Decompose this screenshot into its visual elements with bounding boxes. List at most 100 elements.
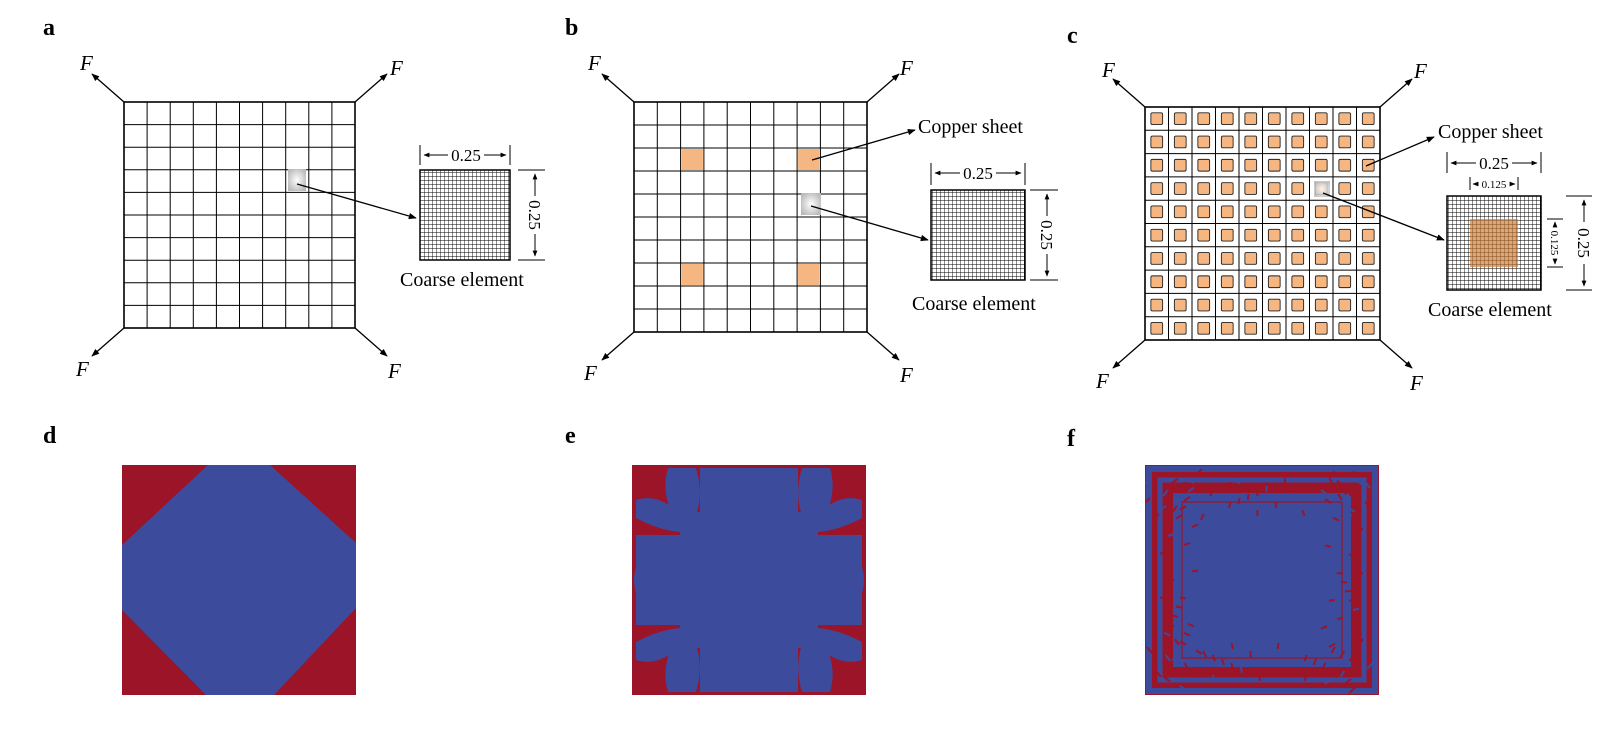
texture-streak [1320, 669, 1328, 676]
panel-label-c: c [1067, 23, 1078, 49]
copper-sheet-cell [1220, 135, 1234, 149]
copper-sheet-cell [1197, 228, 1211, 242]
texture-streak [1183, 631, 1191, 637]
texture-streak [1195, 605, 1203, 609]
copper-sheet-cell [1244, 322, 1258, 335]
texture-streak [1153, 513, 1160, 521]
panel-d [122, 465, 356, 695]
texture-streak [1336, 479, 1344, 487]
dim-label-h-b: 0.25 [963, 164, 993, 183]
texture-streak [1344, 590, 1352, 593]
texture-streak [1321, 662, 1327, 670]
force-label-b-br: F [899, 363, 913, 387]
texture-streak [1218, 485, 1223, 493]
copper-sheet-cell [1173, 298, 1187, 312]
coarse-element-zoom-c [1446, 195, 1542, 291]
copper-sheet-cell [1314, 135, 1328, 149]
texture-streak [1344, 634, 1352, 639]
copper-sheet-cell [1291, 135, 1305, 149]
texture-pattern-f [1145, 468, 1374, 694]
copper-sheet-cell [1267, 112, 1281, 125]
copper-sheet-cell [1361, 112, 1375, 125]
texture-streak [1344, 678, 1352, 685]
texture-streak [1348, 598, 1356, 602]
texture-streak [1230, 642, 1234, 650]
texture-streak [1312, 658, 1318, 666]
copper-sheet-cell [1244, 112, 1258, 125]
copper-sheet-cell [1244, 205, 1258, 219]
copper-sheet-cell [1173, 205, 1187, 219]
texture-streak [1192, 646, 1198, 654]
texture-streak [1319, 501, 1325, 509]
copper-sheet-cell [1361, 322, 1375, 335]
texture-streak [1352, 470, 1360, 478]
blue-core-f [1173, 493, 1351, 667]
copper-sheet-cell [1173, 275, 1187, 289]
pointer-arrow-coarse-c [1322, 192, 1445, 241]
copper-sheet-cell [681, 149, 703, 170]
copper-sheet-cell [1338, 322, 1352, 335]
copper-sheet-cell [1314, 252, 1328, 265]
copper-sheet-cell [1361, 298, 1375, 312]
pointer-arrow-a [296, 183, 417, 220]
copper-sheet-cell [1244, 135, 1258, 149]
copper-sheet-cell [1197, 112, 1211, 125]
dim-inner-horizontal-c: 0.125 [1469, 177, 1519, 191]
copper-sheet-cell [1150, 112, 1164, 125]
copper-sheet-cell [1173, 135, 1187, 149]
force-arrow-c-br [1379, 339, 1413, 369]
copper-sheet-cell [1220, 228, 1234, 242]
panel-a: 0.25 0.25 Coarse element F F F F [75, 51, 545, 383]
panel-b: Copper sheet 0.25 0.25 Coarse element F … [583, 51, 1058, 387]
force-arrow-a-tl [91, 73, 125, 103]
texture-streak [1209, 489, 1214, 497]
copper-sheet-cell [1197, 252, 1211, 265]
copper-sheet-cell [1314, 228, 1328, 242]
force-label-a-tl: F [79, 51, 93, 75]
texture-streak [1145, 477, 1151, 485]
dim-inner-vertical-c: 0.125 [1547, 218, 1563, 268]
blue-ring-outer-f [1146, 466, 1378, 694]
texture-streak [1146, 646, 1153, 654]
copper-sheet-cell [1150, 182, 1164, 195]
copper-sheet-cell [798, 149, 820, 170]
texture-streak [1230, 662, 1234, 670]
copper-sheet-cell [1150, 158, 1164, 172]
force-label-a-br: F [387, 359, 401, 383]
copper-sheet-cell [1338, 135, 1352, 149]
copper-sheet-cell [1150, 135, 1164, 149]
texture-streak [1328, 687, 1336, 694]
texture-streak [1328, 642, 1336, 648]
copper-sheet-cell [1291, 228, 1305, 242]
copper-sheet-cell [1267, 298, 1281, 312]
copper-sheet-cell [681, 264, 703, 285]
texture-streak [1202, 670, 1207, 678]
force-arrow-a-br [354, 327, 388, 357]
force-label-b-bl: F [583, 361, 597, 385]
texture-streak [1167, 486, 1175, 493]
copper-sheet-cell [1244, 158, 1258, 172]
grid-border [633, 101, 868, 333]
copper-sheet-cell [1338, 298, 1352, 312]
force-label-c-tr: F [1413, 59, 1427, 83]
dim-label-v-c: 0.25 [1574, 228, 1593, 258]
panel-c: Copper sheet 0.25 0.125 0.125 [1095, 58, 1593, 395]
texture-streak [1246, 493, 1250, 501]
copper-sheet-cell [1220, 275, 1234, 289]
texture-streak [1181, 481, 1187, 489]
copper-sheet-cell [1197, 135, 1211, 149]
force-arrow-c-bl [1112, 339, 1146, 369]
texture-streak [1164, 654, 1171, 662]
texture-streak [1348, 507, 1356, 513]
copper-sheet-cell [1244, 252, 1258, 265]
copper-sheet-cell [1361, 135, 1375, 149]
coarse-element-highlight-a [288, 169, 306, 191]
panel-e [632, 465, 866, 695]
texture-streak [1175, 605, 1183, 609]
texture-streak [1355, 485, 1362, 493]
texture-streak [1202, 650, 1207, 658]
copper-sheet-cell [1267, 182, 1281, 195]
force-label-c-tl: F [1101, 58, 1115, 82]
copper-sheet-cell [1361, 228, 1375, 242]
panel-label-d: d [43, 423, 57, 449]
